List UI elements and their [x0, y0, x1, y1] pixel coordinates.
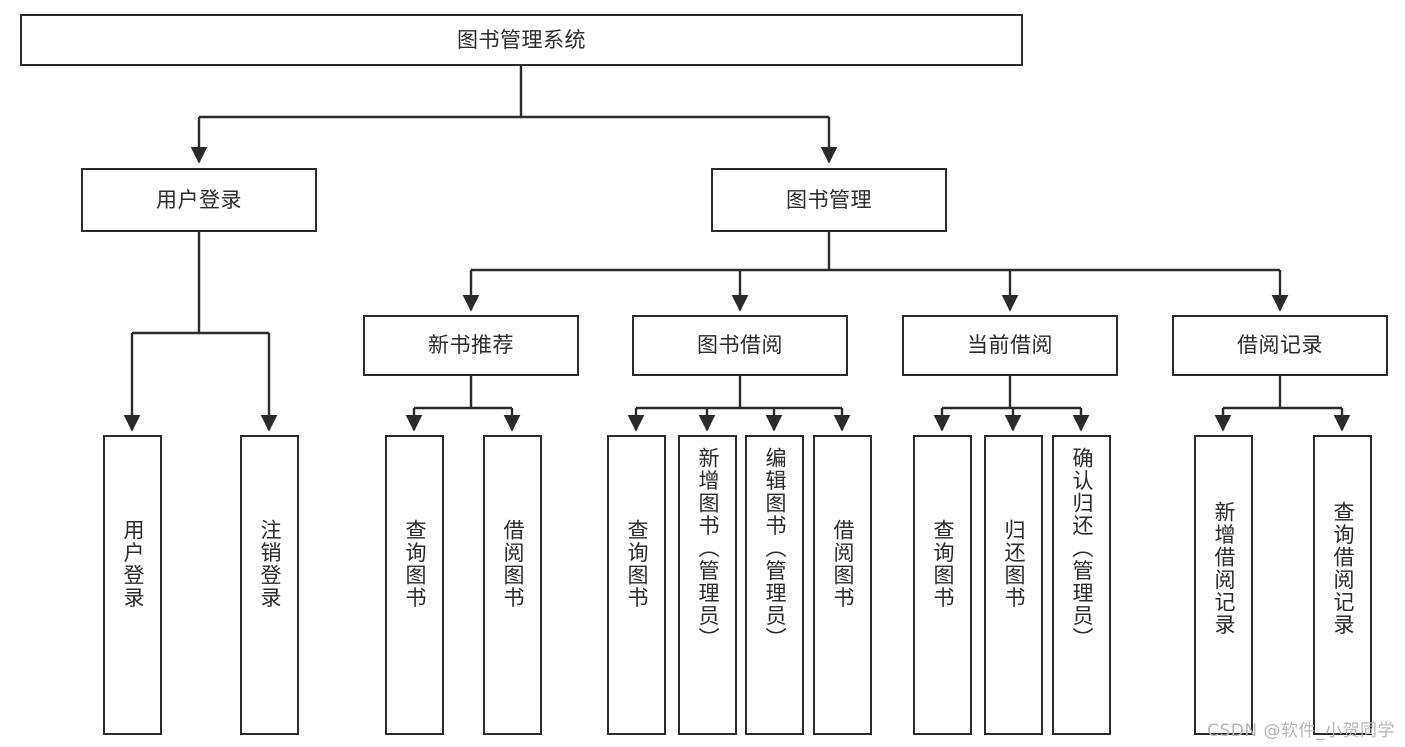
node-leaf-borrow-book-2-label: 借阅图书	[831, 519, 855, 609]
node-leaf-return-book-label: 归还图书	[1002, 519, 1026, 609]
node-user-login[interactable]: 用户登录	[81, 168, 317, 232]
node-leaf-query-borrow-record[interactable]: 查询借阅记录	[1313, 435, 1372, 735]
node-leaf-user-logout[interactable]: 注销登录	[240, 435, 299, 735]
node-root-label: 图书管理系统	[457, 27, 586, 52]
node-book-manage[interactable]: 图书管理	[711, 168, 947, 232]
node-leaf-add-book-admin-label: 新增图书（管理员）	[696, 447, 720, 650]
node-leaf-query-book-1[interactable]: 查询图书	[385, 435, 444, 735]
node-leaf-query-book-1-label: 查询图书	[403, 519, 427, 609]
node-current-borrow[interactable]: 当前借阅	[902, 315, 1118, 376]
node-leaf-borrow-book-2[interactable]: 借阅图书	[813, 435, 872, 735]
node-leaf-confirm-return-admin-label: 确认归还（管理员）	[1070, 447, 1094, 650]
node-leaf-borrow-book-1[interactable]: 借阅图书	[483, 435, 542, 735]
node-new-book-rec-label: 新书推荐	[428, 333, 514, 358]
node-leaf-user-logout-label: 注销登录	[258, 519, 282, 609]
node-leaf-query-book-2[interactable]: 查询图书	[607, 435, 666, 735]
csdn-watermark: CSDN @软件_小贺同学	[1207, 721, 1395, 741]
node-leaf-query-book-3[interactable]: 查询图书	[913, 435, 972, 735]
node-root[interactable]: 图书管理系统	[20, 14, 1023, 66]
node-leaf-query-book-2-label: 查询图书	[625, 519, 649, 609]
node-borrow-record-label: 借阅记录	[1237, 333, 1323, 358]
node-leaf-edit-book-admin[interactable]: 编辑图书（管理员）	[745, 435, 804, 735]
node-leaf-add-book-admin[interactable]: 新增图书（管理员）	[678, 435, 737, 735]
node-leaf-user-login-label: 用户登录	[121, 519, 145, 609]
node-new-book-rec[interactable]: 新书推荐	[363, 315, 579, 376]
node-book-borrow[interactable]: 图书借阅	[632, 315, 848, 376]
node-book-manage-label: 图书管理	[786, 187, 872, 212]
node-user-login-label: 用户登录	[156, 187, 242, 212]
node-leaf-add-borrow-record-label: 新增借阅记录	[1212, 501, 1236, 636]
node-book-borrow-label: 图书借阅	[697, 333, 783, 358]
node-leaf-edit-book-admin-label: 编辑图书（管理员）	[763, 447, 787, 650]
node-leaf-user-login[interactable]: 用户登录	[103, 435, 162, 735]
node-leaf-add-borrow-record[interactable]: 新增借阅记录	[1194, 435, 1253, 735]
node-current-borrow-label: 当前借阅	[967, 333, 1053, 358]
node-leaf-query-book-3-label: 查询图书	[931, 519, 955, 609]
node-leaf-confirm-return-admin[interactable]: 确认归还（管理员）	[1052, 435, 1111, 735]
node-borrow-record[interactable]: 借阅记录	[1172, 315, 1388, 376]
node-leaf-borrow-book-1-label: 借阅图书	[501, 519, 525, 609]
node-leaf-return-book[interactable]: 归还图书	[984, 435, 1043, 735]
node-leaf-query-borrow-record-label: 查询借阅记录	[1331, 501, 1355, 636]
